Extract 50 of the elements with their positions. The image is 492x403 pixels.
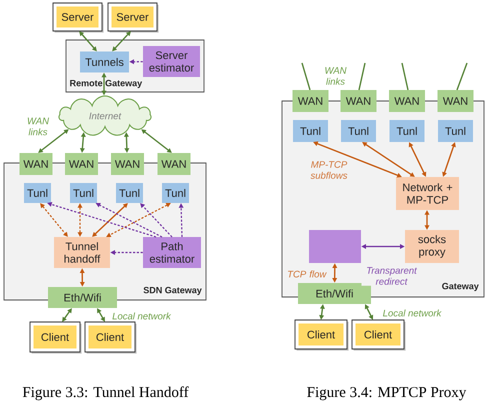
interface-box: Eth/Wifi (48, 287, 117, 308)
edge-label: TCP flow (284, 270, 330, 278)
figure-caption: Figure 3.3: Tunnel Handoff (22, 386, 189, 400)
handoff-box: Tunnel handoff (54, 237, 110, 268)
arrow (140, 203, 172, 238)
figure-caption: Figure 3.4: MPTCP Proxy (307, 387, 466, 400)
wan-box: WAN (438, 90, 474, 112)
module-box (309, 230, 361, 263)
arrow (112, 31, 131, 52)
wan-box: WAN (20, 153, 52, 175)
edge-label: Transparent redirect (362, 266, 422, 286)
client-box: Client (84, 322, 137, 354)
wan-box: WAN (111, 153, 144, 175)
link-label: WAN links (28, 118, 50, 136)
client-box: Client (30, 322, 82, 354)
tunnel-box: Tunl (70, 183, 97, 203)
wan-box: WAN (65, 153, 98, 175)
proxy-box: socks proxy (405, 230, 459, 263)
client-box: Client (294, 320, 349, 351)
wan-box: WAN (340, 90, 376, 112)
wan-box: WAN (292, 90, 328, 112)
tunnel-box: Tunl (293, 120, 328, 142)
tunnel-box: Tunnels (80, 52, 129, 72)
arrow (40, 203, 68, 237)
interface-box: Eth/Wifi (298, 283, 371, 304)
arrow (79, 31, 97, 52)
tunnel-box: Tunl (116, 183, 143, 203)
link-label: WAN links (325, 67, 346, 85)
tunnel-box: Tunl (162, 183, 189, 203)
tunnel-box: Tunl (341, 120, 376, 142)
protocol-box: Network + MP-TCP (396, 177, 459, 210)
link-line (358, 62, 366, 90)
network-label: Local network (383, 310, 442, 316)
tunnel-box: Tunl (24, 183, 51, 203)
arrow (92, 203, 128, 237)
tunnel-box: Tunl (390, 120, 424, 142)
server-box: Server (108, 2, 159, 33)
link-line (401, 62, 409, 90)
network-label: Local network (112, 312, 172, 320)
server-box: Server (52, 2, 104, 33)
flow-label: MP-TCP subflows (310, 161, 348, 179)
wan-box: WAN (158, 153, 190, 175)
estimator-box: Path estimator (143, 237, 201, 268)
estimator-box: Server estimator (143, 46, 200, 77)
link-line (301, 62, 311, 90)
client-box: Client (352, 320, 406, 351)
internet-cloud: Internet (58, 96, 152, 136)
link-line (456, 62, 468, 90)
wan-box: WAN (389, 90, 425, 112)
tunnel-box: Tunl (438, 120, 473, 142)
